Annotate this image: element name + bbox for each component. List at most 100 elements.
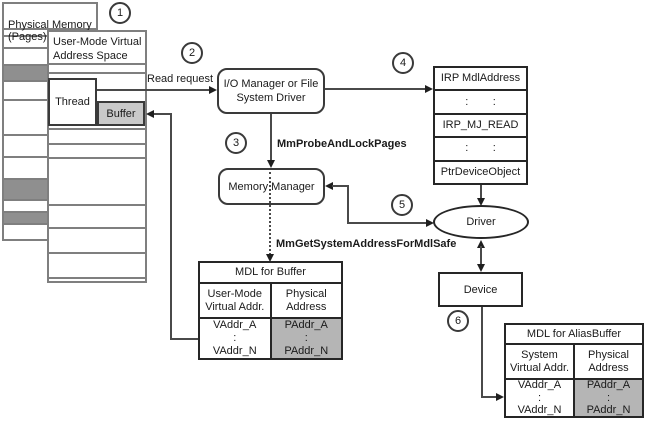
mdl-alias-col2-header: Physical Address	[573, 345, 642, 378]
mdl-buffer-data-row: VAddr_A : VAddr_N PAddr_A : PAddr_N	[200, 319, 341, 358]
physical-memory-label-box: Physical Memory (Pages)	[2, 2, 98, 43]
um-row-line	[49, 277, 145, 279]
connector-device-to-mdl-alias-v	[481, 307, 483, 398]
connector-mm-driver-h2	[347, 222, 427, 224]
memory-manager-node	[218, 168, 325, 205]
um-row-line	[49, 204, 145, 206]
mdl-buffer-col1-header: User-Mode Virtual Addr.	[205, 287, 265, 313]
arrowhead-into-irp-table	[425, 85, 433, 93]
mdl-alias-col1-header: System Virtual Addr.	[509, 348, 570, 374]
um-row-line	[49, 143, 145, 145]
step-badge-6-number: 6	[454, 315, 462, 327]
um-row-line	[49, 72, 145, 74]
connector-mm-driver-h1	[332, 185, 349, 187]
page-row-line	[4, 47, 48, 49]
um-row-line	[49, 227, 145, 229]
mdl-buffer-table: MDL for Buffer User-Mode Virtual Addr. P…	[198, 261, 343, 360]
step-badge-3-number: 3	[232, 137, 240, 149]
page-frame-dark	[4, 211, 48, 223]
arrowhead-into-driver-bottom	[477, 240, 485, 248]
um-row-line	[49, 63, 145, 65]
device-label: Device	[463, 283, 498, 296]
read-request-label: Read request	[147, 73, 214, 85]
page-row-line	[4, 156, 48, 158]
mdl-alias-vaddr-cell: VAddr_A : VAddr_N	[517, 378, 562, 417]
mdl-buffer-paddr-cell: PAddr_A : PAddr_N	[269, 319, 341, 358]
driver-label: Driver	[466, 216, 496, 228]
connector-io-to-mm	[270, 114, 272, 161]
arrowhead-into-mdl-buffer	[266, 254, 274, 262]
step-badge-1: 1	[109, 2, 131, 24]
buffer-box: Buffer	[97, 101, 145, 126]
mdl-alias-header-row: System Virtual Addr. Physical Address	[506, 345, 642, 380]
mdl-alias-data-row: VAddr_A : VAddr_N PAddr_A : PAddr_N	[506, 378, 642, 417]
page-row-line	[4, 223, 48, 225]
physical-memory-label: Physical Memory (Pages)	[8, 18, 92, 44]
step-badge-2-number: 2	[188, 47, 196, 59]
step-badge-2: 2	[181, 42, 203, 64]
page-row-line	[4, 64, 48, 66]
irp-table: IRP MdlAddress : : IRP_MJ_READ : : PtrDe…	[433, 66, 528, 185]
mdl-buffer-header-row: User-Mode Virtual Addr. Physical Address	[200, 284, 341, 319]
arrowhead-into-memory-manager-side	[325, 182, 333, 190]
driver-node: Driver	[433, 205, 529, 239]
irp-row-dots2: : :	[435, 138, 526, 162]
thread-label: Thread	[55, 96, 90, 108]
connector-device-to-mdl-alias-h	[481, 396, 498, 398]
connector-mm-driver-v	[347, 185, 349, 224]
irp-row-mdladdress: IRP MdlAddress	[435, 68, 526, 92]
irp-row-mj-read: IRP_MJ_READ	[435, 115, 526, 139]
arrowhead-into-buffer	[146, 110, 154, 118]
connector-read-request	[97, 89, 210, 91]
page-row-line	[4, 211, 48, 213]
arrowhead-into-memory-manager	[267, 160, 275, 168]
page-row-line	[4, 80, 48, 82]
connector-driver-device	[480, 246, 482, 266]
arrowhead-into-mdl-alias	[496, 393, 504, 401]
um-row-line	[49, 157, 145, 159]
page-frame-dark	[4, 178, 48, 199]
mdl-alias-paddr-cell: PAddr_A : PAddr_N	[573, 379, 642, 416]
irp-row-dots: : :	[435, 91, 526, 115]
arrowhead-into-io-manager	[209, 86, 217, 94]
arrowhead-into-driver-side	[426, 219, 434, 227]
user-mode-title: User-Mode Virtual Address Space	[53, 36, 142, 63]
page-row-line	[4, 178, 48, 180]
step-badge-5-number: 5	[398, 199, 406, 211]
mmgetsystemaddressformdlsafe-label: MmGetSystemAddressForMdlSafe	[276, 238, 457, 250]
device-node: Device	[438, 272, 523, 307]
page-row-line	[4, 35, 48, 37]
mdl-alias-title: MDL for AliasBuffer	[506, 325, 642, 345]
mdl-buffer-vaddr-cell: VAddr_A : VAddr_N	[212, 319, 257, 357]
buffer-label: Buffer	[106, 107, 136, 120]
page-row-line	[4, 199, 48, 201]
memory-manager-label-wrap: Memory Manager	[218, 168, 325, 205]
connector-mm-to-mdl-dotted	[269, 172, 271, 255]
step-badge-1-number: 1	[116, 7, 124, 19]
mdl-buffer-col2-header: Physical Address	[269, 284, 342, 317]
arrowhead-into-driver-top	[477, 198, 485, 206]
step-badge-6: 6	[447, 310, 469, 332]
page-frame-dark	[4, 64, 48, 80]
page-row-line	[4, 99, 48, 101]
um-row-line	[49, 252, 145, 254]
step-badge-4: 4	[392, 52, 414, 74]
step-badge-4-number: 4	[399, 57, 407, 69]
connector-mdl-to-buffer-bottom	[170, 338, 198, 340]
io-manager-label: I/O Manager or File System Driver	[223, 77, 319, 104]
physical-memory-column	[2, 2, 50, 241]
connector-mdl-to-buffer-top	[154, 113, 172, 115]
mmprobeandlockpages-label: MmProbeAndLockPages	[277, 138, 407, 150]
user-mode-address-space: User-Mode Virtual Address Space	[47, 30, 147, 283]
page-row-line	[4, 134, 48, 136]
mdl-alias-table: MDL for AliasBuffer System Virtual Addr.…	[504, 323, 644, 418]
connector-irp-to-driver	[480, 185, 482, 200]
memory-manager-label: Memory Manager	[228, 180, 315, 193]
arrowhead-into-device-top	[477, 264, 485, 272]
step-badge-3: 3	[225, 132, 247, 154]
um-row-line	[49, 128, 145, 130]
mdl-buffer-title: MDL for Buffer	[200, 263, 341, 284]
thread-box: Thread	[48, 78, 97, 126]
step-badge-5: 5	[391, 194, 413, 216]
